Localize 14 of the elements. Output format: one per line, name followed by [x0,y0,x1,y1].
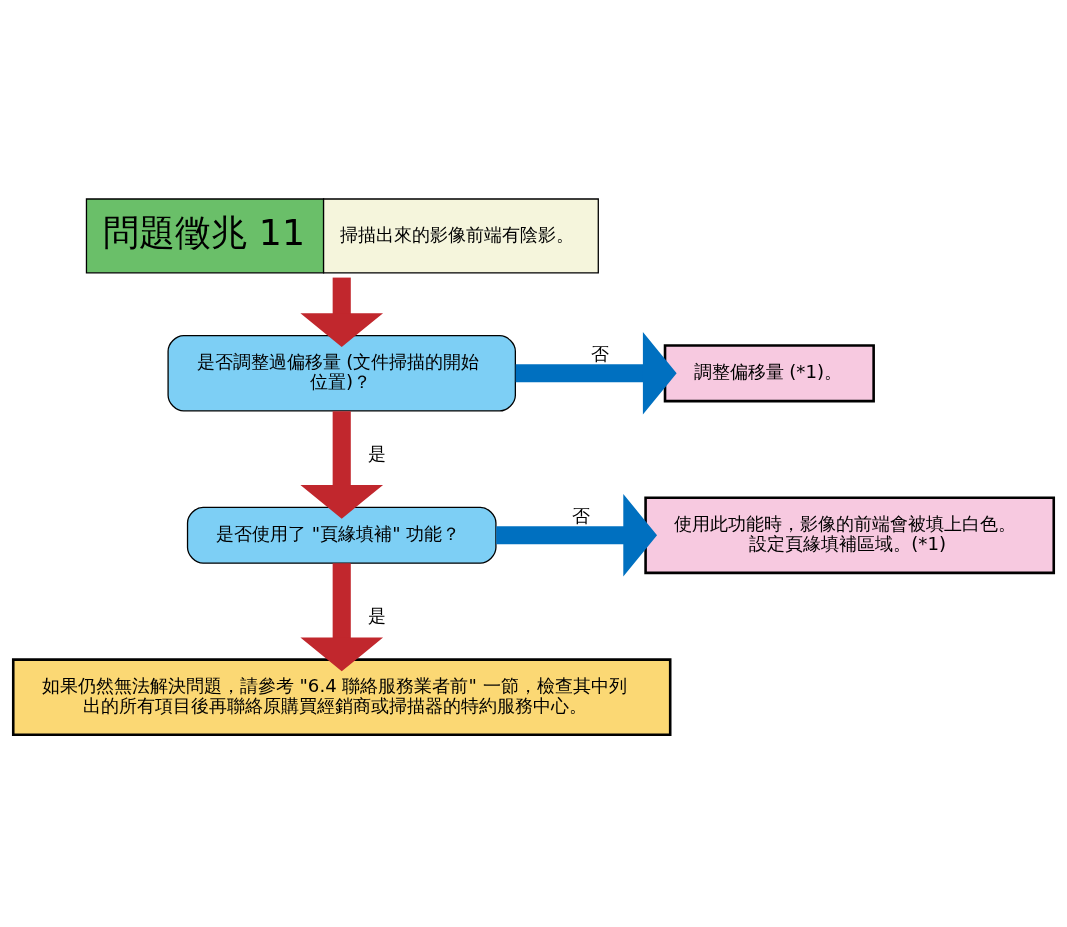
edge-label: 是 [368,442,387,464]
node-box: 如果仍然無法解決問題，請參考 "6.4 聯絡服務業者前" 一節，檢查其中列出的所有項目後再聯絡原購買經銷商或掃描器的特約服務中心。 [11,657,672,736]
node-box: 調整偏移量 (*1)。 [663,343,875,402]
arrow [515,331,677,415]
arrow [300,277,384,347]
arrow [300,562,384,671]
arrow [300,410,384,519]
node-box: 是否調整過偏移量 (文件掃描的開始位置)？ [167,334,516,411]
node-box: 使用此功能時，影像的前端會被填上白色。 設定頁緣填補區域。(*1) [644,495,1056,574]
arrow [496,493,658,577]
node-box: 是否使用了 "頁緣填補" 功能？ [186,506,497,564]
edge-label: 是 [368,604,387,626]
edge-label: 否 [591,342,610,364]
edge-label: 否 [572,504,591,526]
